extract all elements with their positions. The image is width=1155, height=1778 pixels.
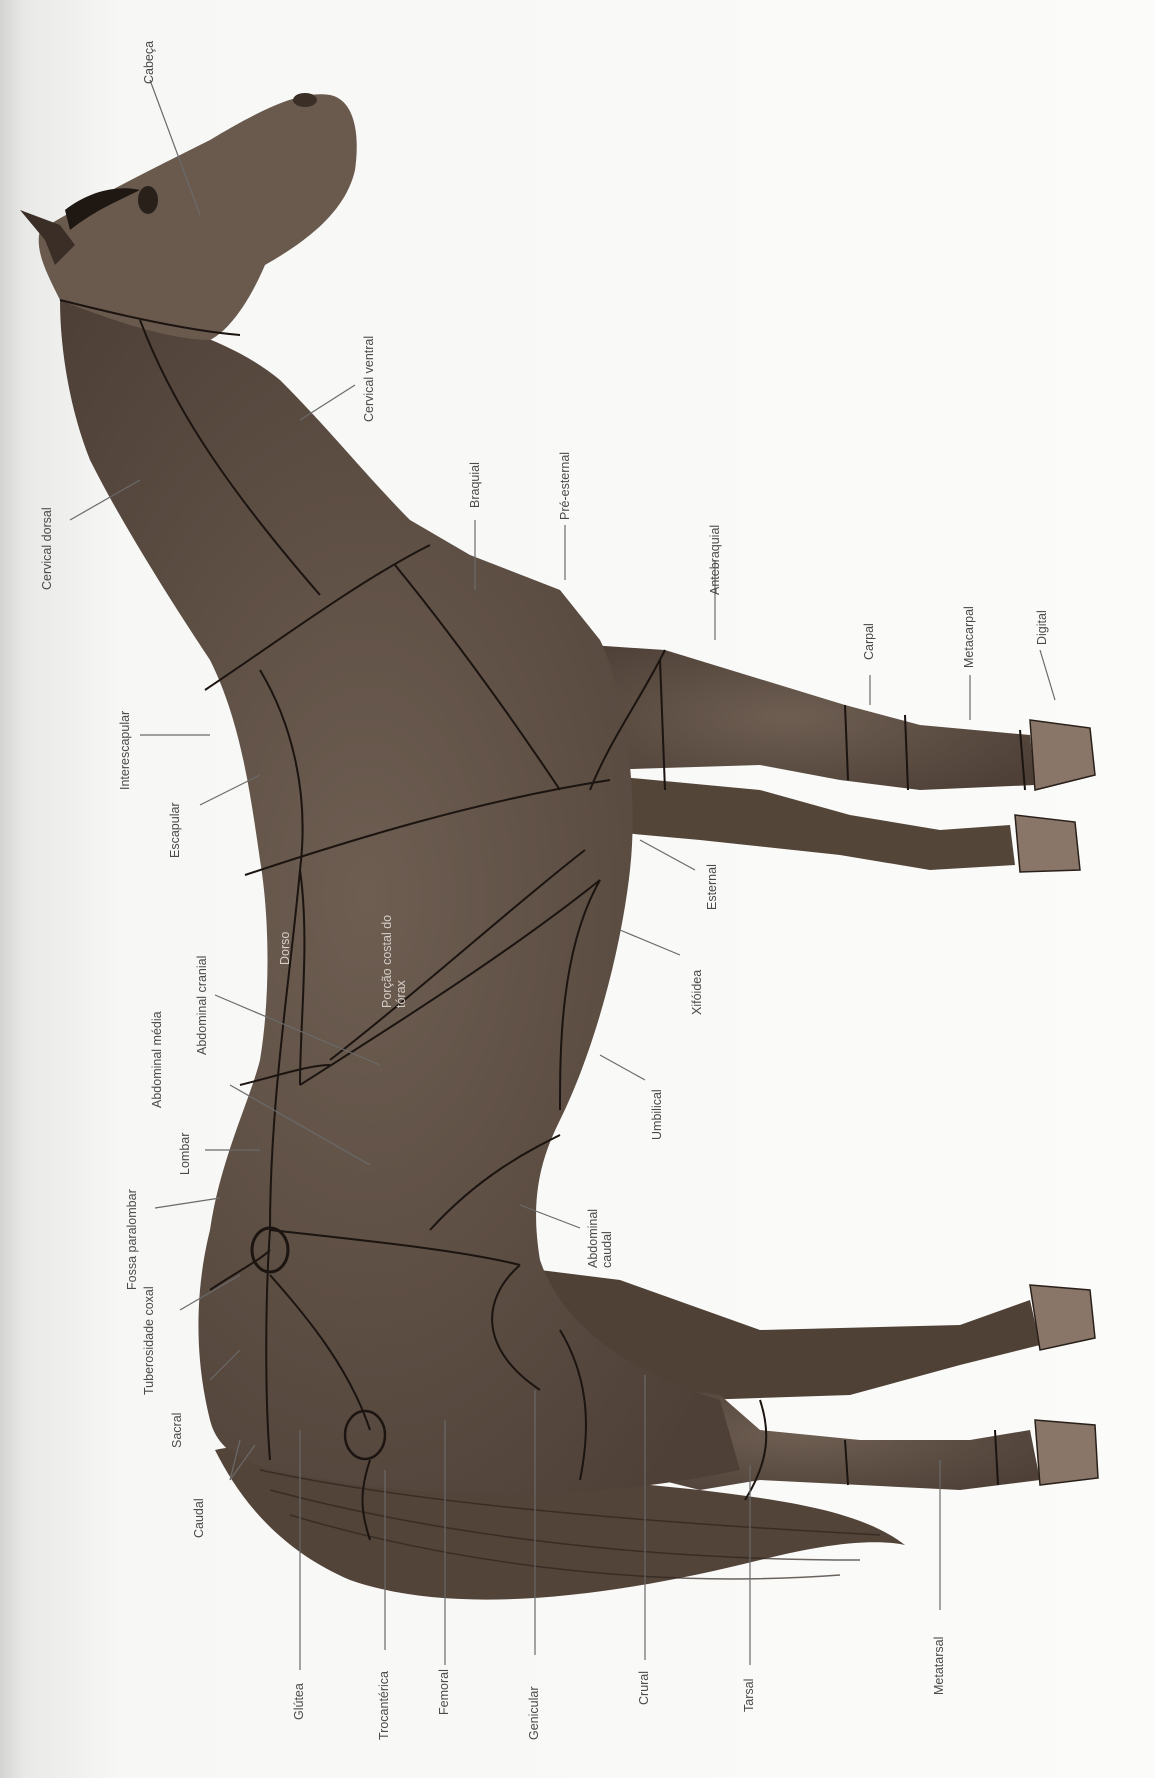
foreleg-far	[590, 775, 1015, 870]
label-escapular: Escapular	[168, 802, 182, 858]
label-porcao-costal: Porção costal do tórax	[380, 888, 408, 1008]
label-umbilical: Umbilical	[650, 1089, 664, 1140]
label-trocanterica: Trocantérica	[377, 1671, 391, 1740]
label-abdominal-cranial: Abdominal cranial	[195, 956, 209, 1055]
label-cervical-dorsal: Cervical dorsal	[40, 507, 54, 590]
label-cabeca: Cabeça	[142, 41, 156, 84]
label-sacral: Sacral	[170, 1413, 184, 1448]
label-femoral: Femoral	[437, 1669, 451, 1715]
label-digital: Digital	[1035, 610, 1049, 645]
label-xifoidea: Xifóidea	[690, 970, 704, 1015]
label-abdominal-caudal: Abdominal caudal	[586, 1198, 614, 1268]
label-crural: Crural	[637, 1671, 651, 1705]
label-braquial: Braquial	[468, 462, 482, 508]
label-carpal: Carpal	[862, 623, 876, 660]
label-metacarpal: Metacarpal	[962, 606, 976, 668]
label-metatarsal: Metatarsal	[932, 1637, 946, 1695]
label-esternal: Esternal	[705, 864, 719, 910]
label-genicular: Genicular	[527, 1687, 541, 1741]
label-tuberosidade-coxal: Tuberosidade coxal	[142, 1286, 156, 1395]
label-tarsal: Tarsal	[742, 1679, 756, 1712]
label-glutea: Glútea	[292, 1683, 306, 1720]
label-pre-esternal: Pré-esternal	[558, 452, 572, 520]
label-abdominal-media: Abdominal média	[150, 1011, 164, 1108]
label-dorso: Dorso	[278, 932, 292, 965]
hooves	[1015, 720, 1098, 1485]
label-cervical-ventral: Cervical ventral	[362, 336, 376, 422]
label-fossa-paralombar: Fossa paralombar	[125, 1189, 139, 1290]
label-caudal: Caudal	[192, 1498, 206, 1538]
label-antebraquial: Antebraquial	[708, 525, 722, 595]
label-lombar: Lombar	[178, 1133, 192, 1175]
label-interescapular: Interescapular	[118, 711, 132, 790]
